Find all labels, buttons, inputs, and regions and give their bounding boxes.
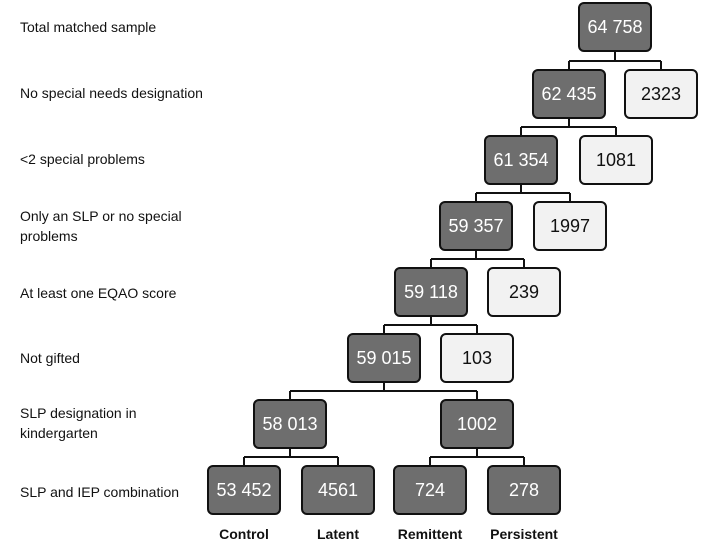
count-value: 103 bbox=[462, 348, 492, 368]
count-box-excluded bbox=[487, 267, 561, 317]
count-box-retained bbox=[301, 465, 375, 515]
count-box-excluded bbox=[440, 333, 514, 383]
group-labels: Control Latent Remittent Persistent bbox=[219, 526, 558, 541]
count-box-excluded bbox=[624, 69, 698, 119]
count-box-retained bbox=[487, 465, 561, 515]
count-value: 1997 bbox=[550, 216, 590, 236]
count-box-retained bbox=[393, 465, 467, 515]
count-value: 53 452 bbox=[216, 480, 271, 500]
count-box-excluded bbox=[579, 135, 653, 185]
count-value: 62 435 bbox=[541, 84, 596, 104]
connectors bbox=[243, 51, 662, 466]
count-value: 1002 bbox=[457, 414, 497, 434]
row-label: SLP designation in bbox=[20, 405, 137, 421]
row-label: Total matched sample bbox=[20, 19, 156, 35]
row-label: Only an SLP or no special bbox=[20, 208, 182, 224]
row-label: kindergarten bbox=[20, 425, 98, 441]
count-value: 59 015 bbox=[356, 348, 411, 368]
row-label: No special needs designation bbox=[20, 85, 203, 101]
count-value: 239 bbox=[509, 282, 539, 302]
count-value: 724 bbox=[415, 480, 445, 500]
count-value: 61 354 bbox=[493, 150, 548, 170]
group-label-persistent: Persistent bbox=[490, 526, 558, 541]
count-box-retained bbox=[347, 333, 421, 383]
count-value: 59 357 bbox=[448, 216, 503, 236]
count-box-excluded bbox=[533, 201, 607, 251]
row-label: SLP and IEP combination bbox=[20, 484, 179, 500]
count-value: 64 758 bbox=[587, 17, 642, 37]
count-box-retained bbox=[253, 399, 327, 449]
group-label-control: Control bbox=[219, 526, 269, 541]
count-box-retained bbox=[578, 2, 652, 52]
count-box-retained bbox=[484, 135, 558, 185]
count-box-retained bbox=[440, 399, 514, 449]
count-value: 4561 bbox=[318, 480, 358, 500]
count-value: 59 118 bbox=[404, 282, 458, 302]
row-label: problems bbox=[20, 228, 78, 244]
count-value: 2323 bbox=[641, 84, 681, 104]
row-label: Not gifted bbox=[20, 350, 80, 366]
row-label: At least one EQAO score bbox=[20, 285, 177, 301]
group-label-latent: Latent bbox=[317, 526, 359, 541]
count-value: 1081 bbox=[596, 150, 636, 170]
count-box-retained bbox=[532, 69, 606, 119]
row-labels: Total matched sample No special needs des… bbox=[20, 19, 203, 500]
count-box-retained bbox=[207, 465, 281, 515]
count-boxes: 64 758 62 435 2323 61 354 1081 59 357 1997 59 1… bbox=[207, 2, 698, 515]
group-label-remittent: Remittent bbox=[398, 526, 463, 541]
count-value: 58 013 bbox=[262, 414, 317, 434]
count-box-retained bbox=[439, 201, 513, 251]
row-label: <2 special problems bbox=[20, 151, 145, 167]
count-box-retained bbox=[394, 267, 468, 317]
count-value: 278 bbox=[509, 480, 539, 500]
